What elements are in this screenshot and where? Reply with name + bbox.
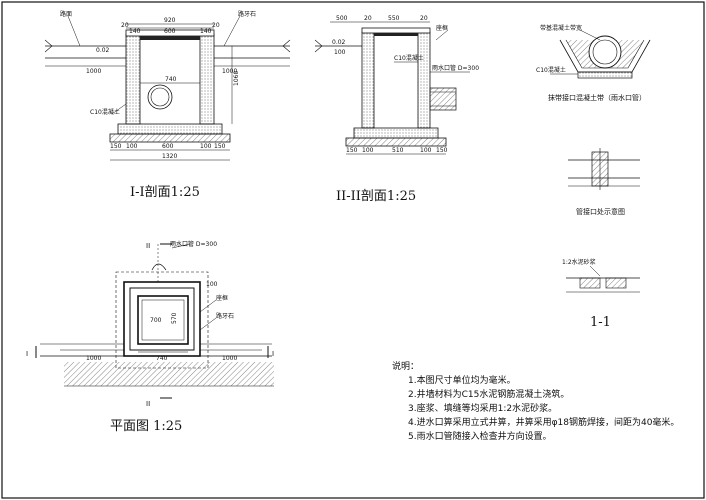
title-plan: 平面图 1:25 (110, 419, 182, 434)
note-item: 4.进水口箅采用立式井箅，井箅采用φ18钢筋焊接，间距为40毫米。 (408, 418, 680, 428)
dim-s1-b5: 150 (214, 143, 226, 150)
dim-s1-left: 1000 (86, 68, 101, 75)
band-joint-detail (550, 29, 651, 79)
label-band-top: 带基混凝土带宽 (540, 24, 582, 32)
dim-s1-b1: 150 (110, 143, 122, 150)
label-c10-band: C10混凝土 (536, 66, 566, 74)
dim-s1-right: 1000 (222, 68, 237, 75)
dim-s1-b4: 100 (200, 143, 212, 150)
dim-s1-e: 20 (212, 22, 220, 29)
dim-p-740: 740 (156, 355, 168, 362)
dim-s1-c: 600 (164, 28, 176, 35)
label-pipe-d300-a: 雨水口管 D=300 (432, 64, 479, 72)
note-item: 5.雨水口管随接入检查井方向设置。 (408, 432, 552, 442)
dim-s1-top: 920 (164, 17, 176, 24)
dim-s1-b: 140 (129, 28, 141, 35)
dim-s2-a: 500 (336, 15, 348, 22)
dim-s1-height: 1060 (233, 71, 240, 86)
title-section-2: II-II剖面1:25 (336, 189, 416, 204)
dim-s1-b2: 100 (126, 143, 138, 150)
dim-s1-bottom: 1320 (162, 153, 177, 160)
note-item: 3.座浆、填缝等均采用1:2水泥砂浆。 (408, 404, 558, 414)
dim-s1-mid: 740 (165, 76, 177, 83)
label-road-surface: 路面 (60, 10, 72, 18)
label-c10-concrete: C10混凝土 (90, 108, 120, 116)
sec-mark-I-left: I (26, 350, 28, 358)
small-section-detail (566, 265, 640, 293)
label-c10-s2: C10混凝土 (394, 54, 424, 62)
notes-heading: 说明： (392, 362, 420, 372)
dim-s2-c: 550 (388, 15, 400, 22)
label-rain-pipe-plan: 雨水口管 D=300 (170, 240, 217, 248)
label-grating-plan: 座框 (216, 294, 228, 302)
dim-p-right: 1000 (222, 355, 237, 362)
dim-s2-b5: 150 (436, 147, 448, 154)
dim-s2-b: 20 (364, 15, 372, 22)
title-section-1: I-I剖面1:25 (130, 185, 200, 200)
dim-p-570: 570 (171, 312, 178, 324)
sec-mark-II-bottom: II (146, 400, 150, 408)
label-curb-stone: 路牙石 (238, 10, 256, 18)
dim-s1-a: 20 (121, 22, 129, 29)
label-curb-plan: 路牙石 (216, 312, 234, 320)
label-grating-top: 座框 (436, 24, 448, 32)
title-band-detail: 抹带接口混凝土带（雨水口管） (548, 93, 646, 102)
label-mortar: 1:2水泥砂浆 (562, 258, 596, 266)
dim-s1-b3: 600 (162, 143, 174, 150)
dim-s1-slope: 0.02 (96, 47, 110, 54)
title-pipe-joint: 管接口处示意图 (576, 207, 625, 216)
notes-block: 说明： 1.本图尺寸单位均为毫米。 2.井墙材料为C15水泥钢筋混凝土浇筑。 3… (390, 360, 700, 444)
section-1-1 (44, 15, 291, 161)
sec-mark-I-right: I (272, 350, 274, 358)
dim-p-700: 700 (150, 317, 162, 324)
dim-s2-b3: 510 (392, 147, 404, 154)
pipe-joint-detail (568, 148, 640, 190)
title-small-section: 1-1 (590, 315, 611, 330)
dim-s2-d: 20 (420, 15, 428, 22)
sec-mark-II-top: II (146, 242, 150, 250)
dim-s2-b2: 100 (362, 147, 374, 154)
note-item: 1.本图尺寸单位均为毫米。 (408, 376, 516, 386)
dim-s2-height: 100 (334, 49, 346, 56)
dim-p-top: 100 (206, 281, 218, 288)
dim-s2-b4: 100 (420, 147, 432, 154)
dim-p-left: 1000 (86, 355, 101, 362)
section-2-2 (314, 21, 470, 155)
note-item: 2.井墙材料为C15水泥钢筋混凝土浇筑。 (408, 390, 570, 400)
dim-s2-b1: 150 (346, 147, 358, 154)
dim-s2-slope: 0.02 (332, 39, 346, 46)
plan-view (35, 243, 274, 399)
dim-s1-d: 140 (200, 28, 212, 35)
